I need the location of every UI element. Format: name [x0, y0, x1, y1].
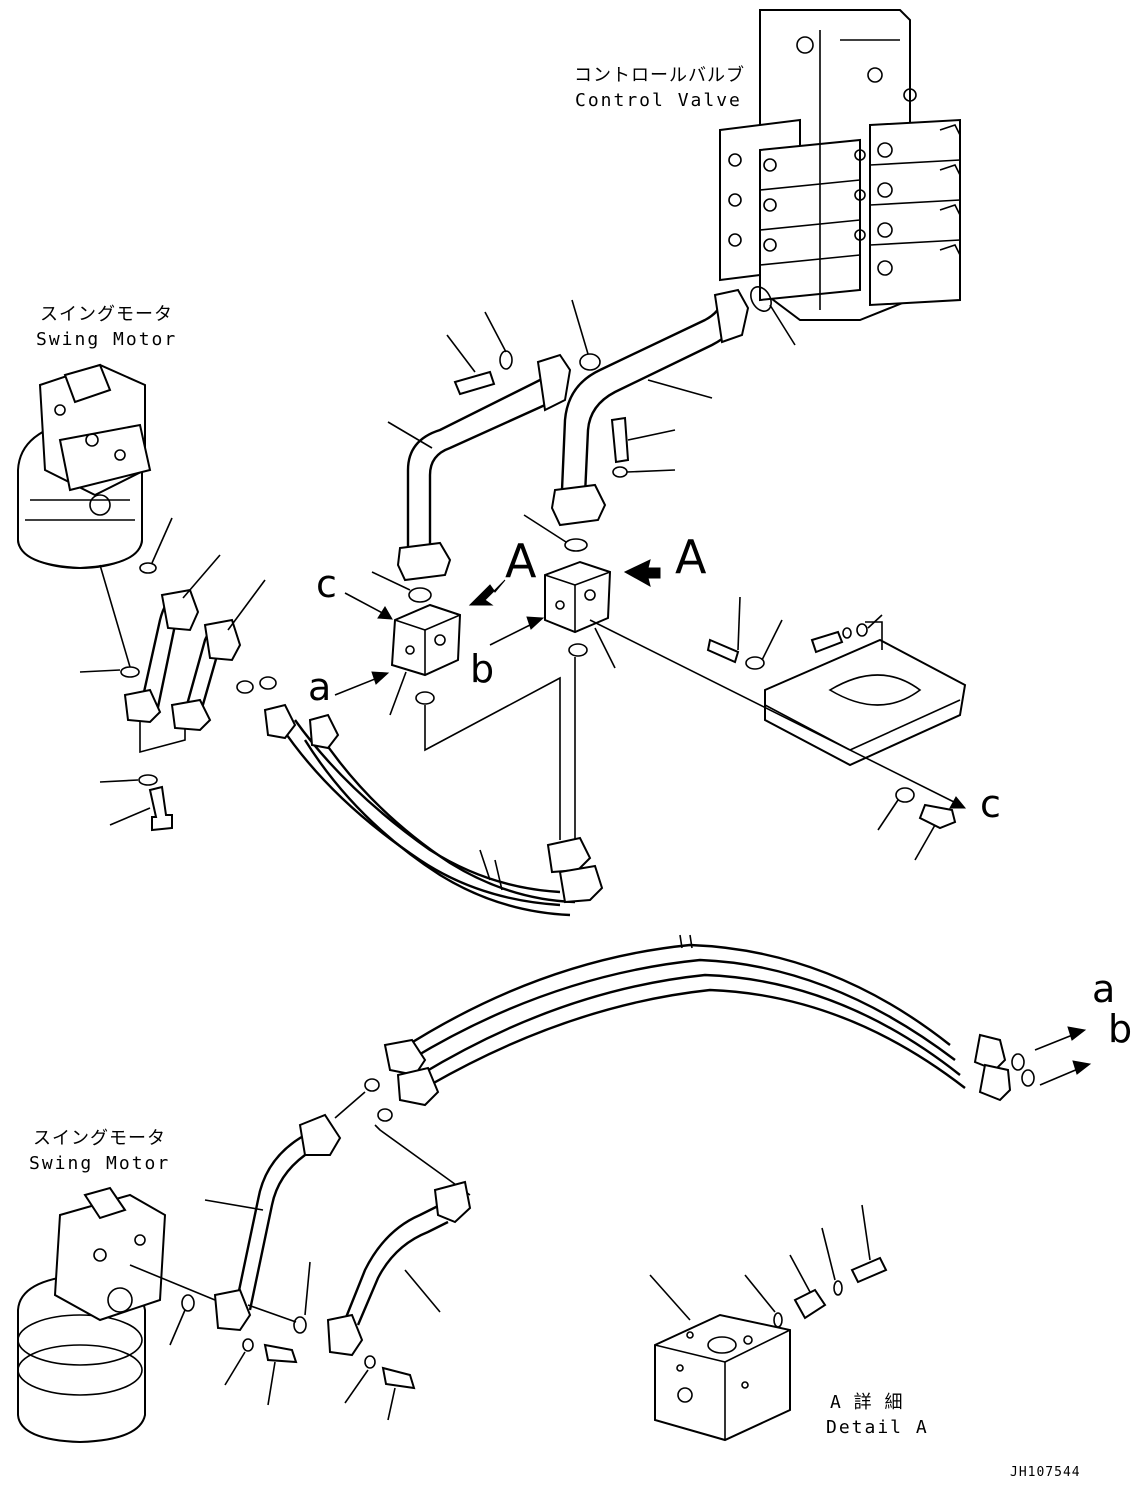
swing-motor-bottom	[17, 1186, 216, 1444]
callout-a-left: a	[308, 665, 332, 709]
swing-motor-bottom-label-jp: スイングモータ	[33, 1128, 166, 1149]
long-hoses	[334, 934, 1092, 1196]
detail-a-label-jp: A 詳 細	[830, 1392, 904, 1413]
upper-tubes	[371, 288, 750, 603]
callout-A-right: A	[675, 530, 707, 584]
swing-motor-bottom-tubes	[204, 1113, 472, 1421]
control-valve-label-jp: コントロールバルブ	[574, 65, 745, 86]
upper-hoses	[263, 703, 604, 917]
detail-a	[649, 1204, 888, 1442]
callout-b-mid: b	[470, 647, 495, 691]
swing-motor-top-label-jp: スイングモータ	[40, 304, 173, 325]
swing-motor-bottom-label-en: Swing Motor	[29, 1153, 171, 1174]
callout-a-right: a	[1092, 967, 1116, 1011]
control-valve	[719, 9, 961, 346]
detail-a-label-en: Detail A	[826, 1417, 929, 1438]
callout-A-left: A	[505, 534, 537, 588]
callout-b-right: b	[1108, 1007, 1133, 1051]
control-valve-label-en: Control Valve	[575, 90, 742, 111]
swing-motor-top	[17, 363, 173, 678]
callout-c-top: c	[316, 562, 337, 606]
drawing-code: JH107544	[1010, 1465, 1081, 1480]
callout-c-right: c	[980, 782, 1001, 826]
swing-motor-top-tubes	[99, 554, 277, 832]
distribution-blocks	[334, 559, 661, 840]
bracket-assembly	[589, 596, 967, 861]
swing-motor-top-label-en: Swing Motor	[36, 329, 178, 350]
